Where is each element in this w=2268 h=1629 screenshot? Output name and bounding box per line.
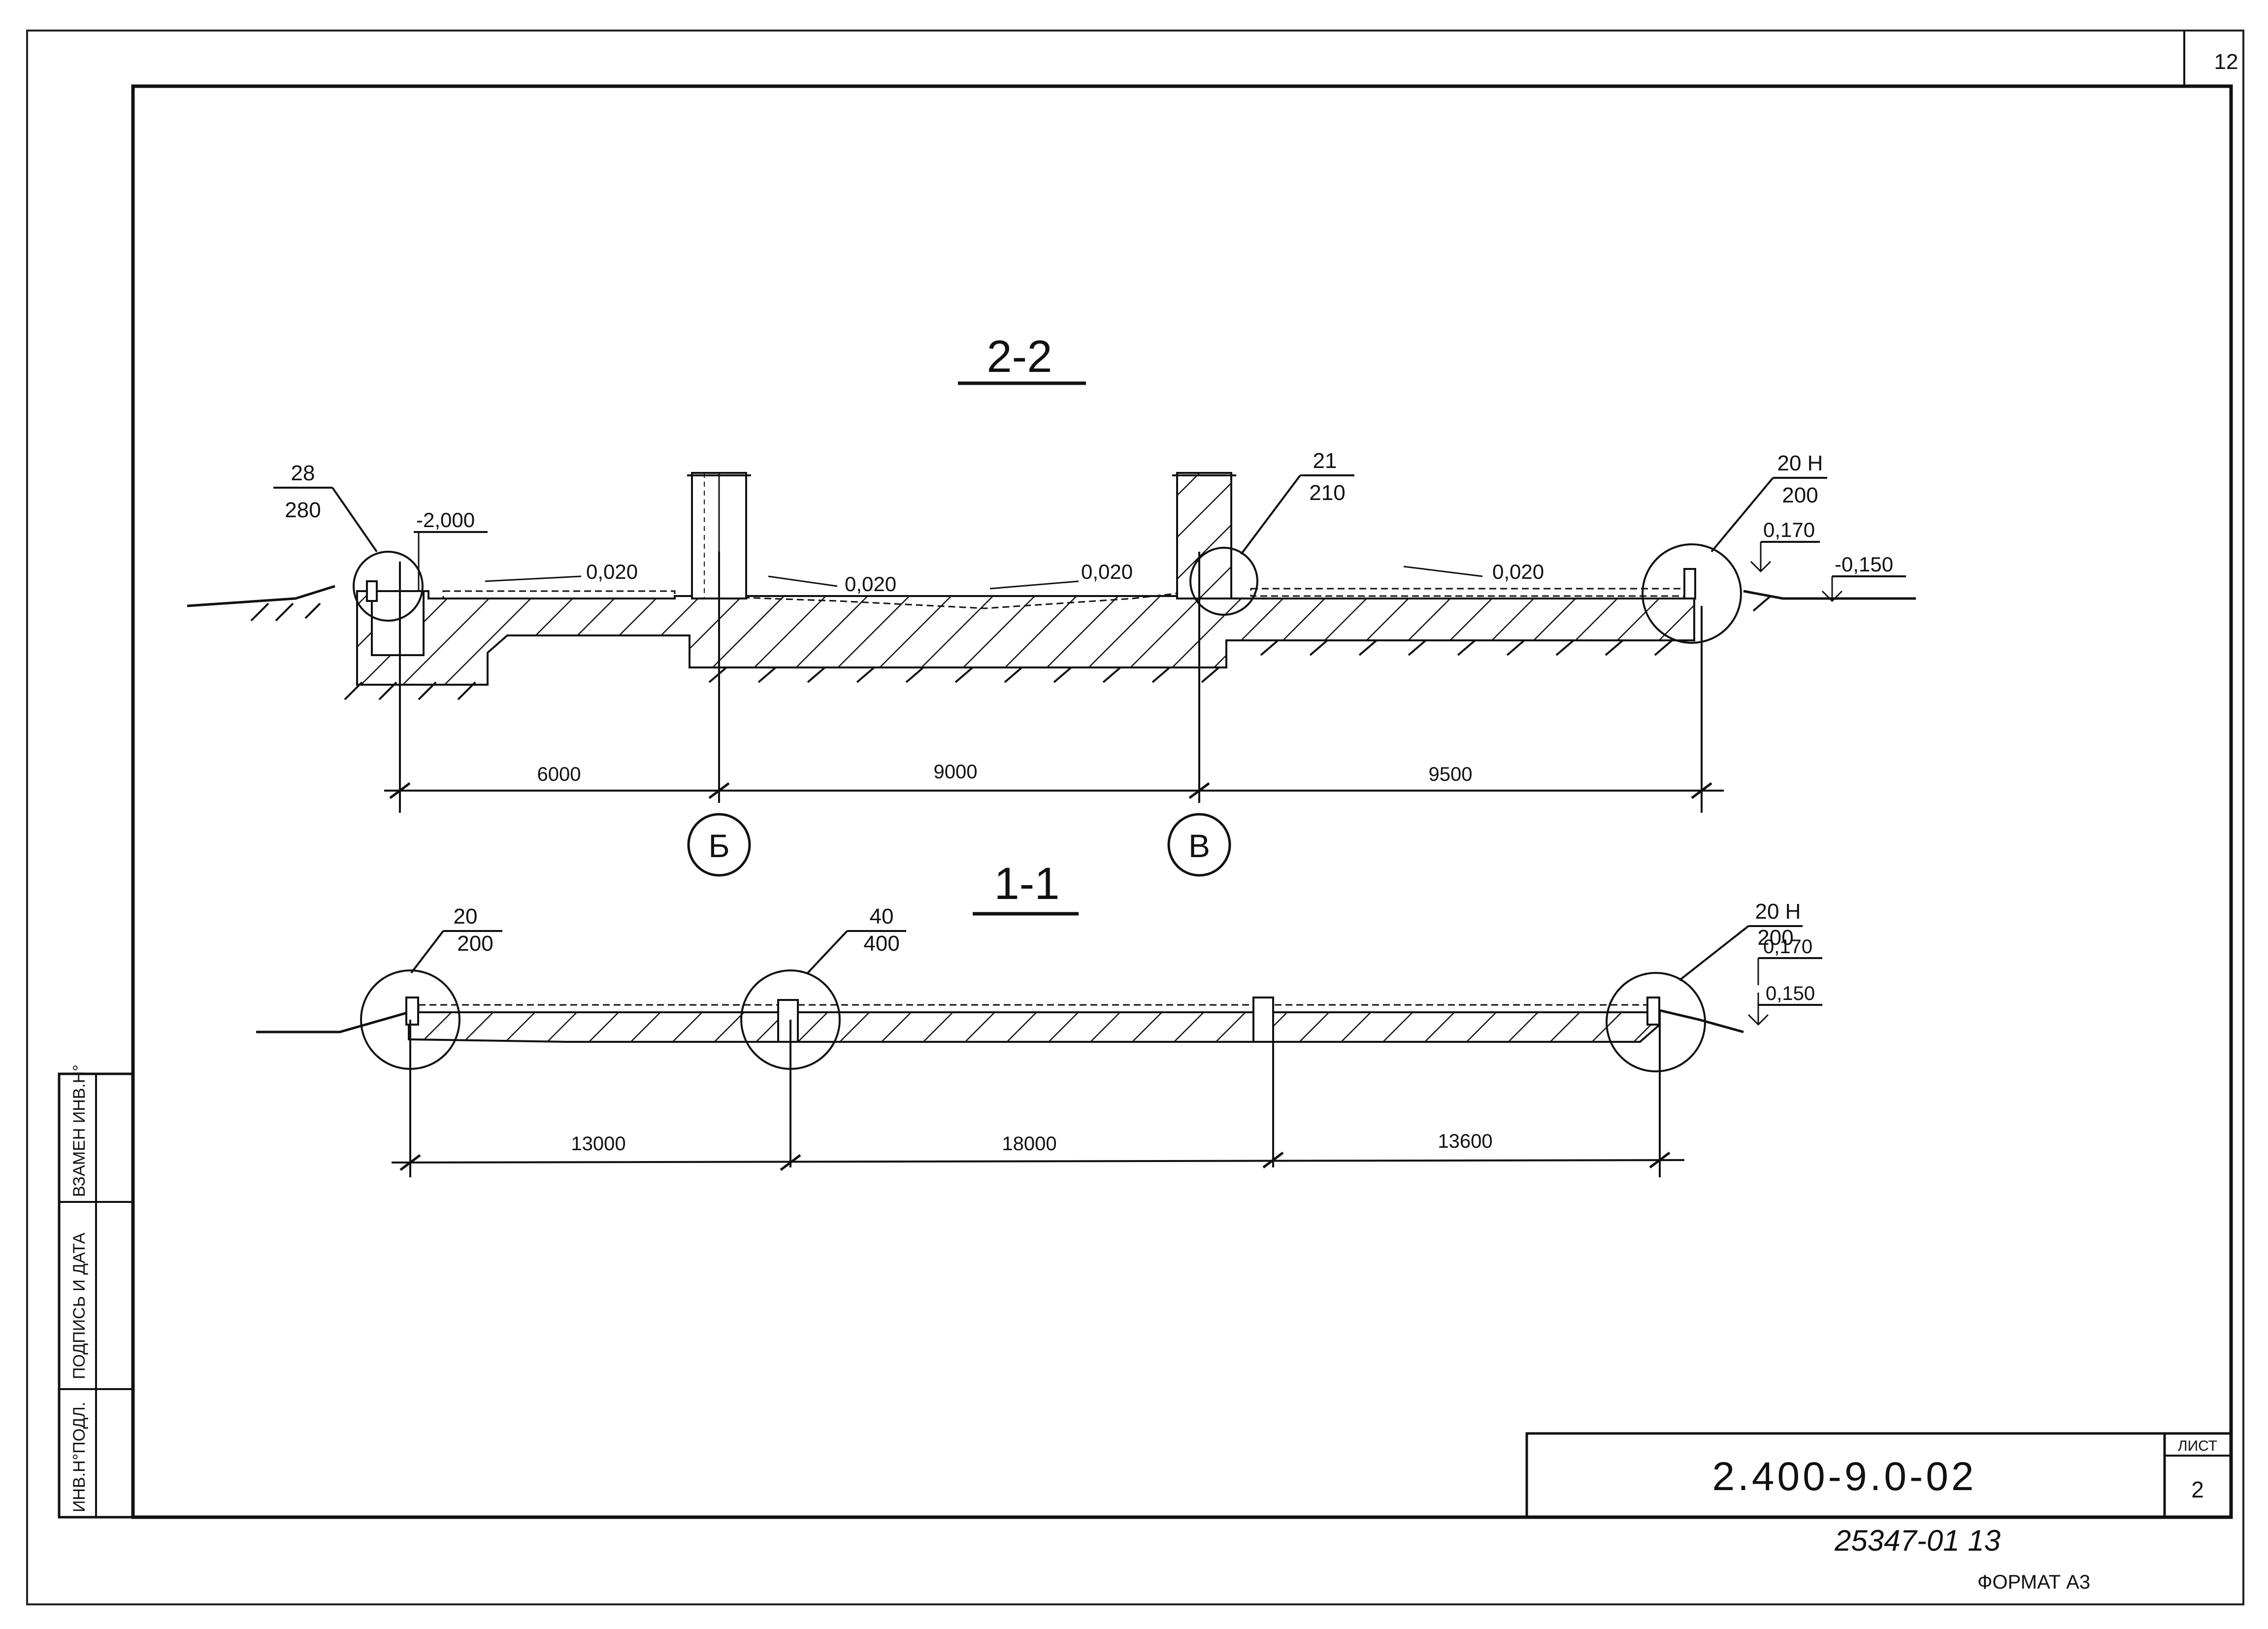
axis-label-v: В (1188, 828, 1210, 864)
dim-13000: 13000 (571, 1133, 625, 1155)
sheet-label: ЛИСТ (2178, 1438, 2217, 1454)
slope-3: 0,020 (1081, 560, 1133, 583)
callout-20n-1-1-bottom: 200 (1757, 926, 1793, 950)
section-1-1-title: 1-1 (994, 859, 1060, 909)
title-block: 2.400-9.0-02 ЛИСТ 2 (1525, 1432, 2231, 1517)
stamp-podpis-data: ПОДПИСЬ И ДАТА (70, 1232, 89, 1379)
callout-28-top: 28 (291, 461, 315, 485)
callout-21-bottom: 210 (1309, 481, 1345, 505)
document-code: 2.400-9.0-02 (1712, 1454, 1976, 1499)
callout-20-bottom: 200 (457, 931, 493, 956)
dim-13600: 13600 (1438, 1130, 1492, 1152)
inner-frame (131, 84, 2233, 1519)
level-minus-2000: -2,000 (416, 508, 475, 532)
axis-bubble-v (1167, 813, 1231, 877)
dim-6000: 6000 (537, 764, 581, 785)
detail-circle-20n (1642, 543, 1742, 644)
level-minus-0150-2-2: -0,150 (1835, 553, 1893, 576)
slab-2-2 (356, 590, 1695, 686)
section-1-1: 1-1 20 200 40 400 20 Н 200 0,170 (256, 859, 1822, 1177)
corner-page-number: 12 (2214, 50, 2238, 74)
callout-40-bottom: 400 (863, 931, 899, 956)
callout-20n-top: 20 Н (1777, 451, 1823, 475)
stamp-inv-podl: ИНВ.Н°ПОДЛ. (70, 1402, 89, 1512)
stamp-vzamen-inv: ВЗАМЕН ИНВ.Н° (70, 1064, 89, 1197)
archive-number: 25347-01 13 (1834, 1524, 2001, 1557)
callout-20-top: 20 (454, 904, 478, 929)
axis-label-b: Б (708, 828, 729, 864)
level-0170-1-1: 0,170 (1763, 936, 1812, 958)
side-stamp: ИНВ.Н°ПОДЛ. ПОДПИСЬ И ДАТА ВЗАМЕН ИНВ.Н° (58, 1064, 134, 1519)
level-0150-1-1: 0,150 (1766, 983, 1815, 1004)
detail-circle-21 (1189, 547, 1258, 616)
callout-20n-1-1-top: 20 Н (1755, 899, 1801, 924)
axis-bubble-b (687, 813, 751, 877)
slope-1: 0,020 (586, 560, 638, 583)
callout-20n-bottom: 200 (1782, 483, 1818, 507)
callout-21-top: 21 (1313, 449, 1337, 473)
section-2-2: 2-2 (187, 332, 1916, 877)
slab-1-1 (408, 1011, 1661, 1043)
dim-9500: 9500 (1429, 764, 1473, 785)
section-2-2-title: 2-2 (987, 332, 1052, 382)
dim-18000: 18000 (1002, 1133, 1056, 1155)
slope-4: 0,020 (1492, 560, 1544, 583)
detail-circle-20n-1-1 (1606, 972, 1706, 1072)
callout-28-bottom: 280 (285, 498, 321, 522)
slope-2: 0,020 (845, 572, 896, 596)
format-label: ФОРМАТ А3 (1977, 1571, 2090, 1593)
outer-frame (26, 30, 2244, 1605)
detail-circle-28 (353, 551, 424, 622)
sheet-number: 2 (2191, 1477, 2204, 1502)
dim-9000: 9000 (934, 761, 978, 783)
callout-40-top: 40 (870, 904, 894, 929)
level-0170-2-2: 0,170 (1763, 518, 1815, 541)
